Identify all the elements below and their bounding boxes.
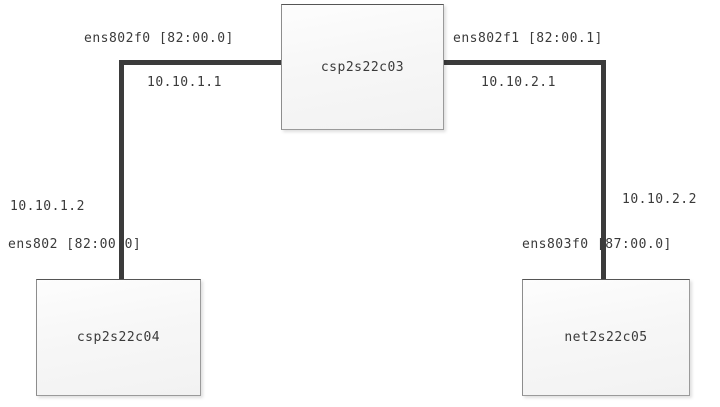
- link-right-horizontal-segment: [443, 60, 606, 65]
- link-right-target-interface-label: ens803f0 [87:00.0]: [522, 237, 672, 252]
- node-csp2s22c04[interactable]: csp2s22c04: [36, 279, 201, 396]
- link-left-horizontal-segment: [119, 60, 282, 65]
- link-right-source-ip-label: 10.10.2.1: [481, 75, 556, 90]
- node-csp2s22c03-label: csp2s22c03: [320, 59, 405, 75]
- link-left-source-ip-label: 10.10.1.1: [147, 75, 222, 90]
- node-csp2s22c03[interactable]: csp2s22c03: [281, 4, 444, 130]
- link-left-target-interface-label: ens802 [82:00.0]: [8, 237, 142, 252]
- node-net2s22c05-label: net2s22c05: [564, 330, 648, 345]
- node-csp2s22c04-label: csp2s22c04: [76, 330, 161, 345]
- link-right-source-interface-label: ens802f1 [82:00.1]: [453, 31, 603, 46]
- link-left-target-ip-label: 10.10.1.2: [10, 199, 85, 214]
- node-net2s22c05[interactable]: net2s22c05: [522, 279, 690, 396]
- link-right-vertical-segment: [601, 60, 606, 280]
- link-left-source-interface-label: ens802f0 [82:00.0]: [84, 31, 234, 46]
- link-right-target-ip-label: 10.10.2.2: [622, 192, 697, 207]
- link-left-vertical-segment: [119, 60, 124, 280]
